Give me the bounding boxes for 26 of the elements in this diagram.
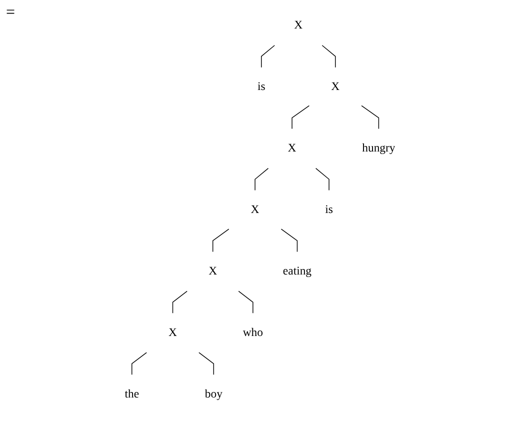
connector [322,45,336,68]
connector [261,45,275,68]
node-text: boy [204,388,222,400]
node-text: X [294,19,303,32]
node-text: X [250,203,260,216]
connector [254,168,269,191]
connector [315,168,330,191]
connector [280,228,298,252]
node-text: hungry [362,142,396,154]
connector [361,105,380,130]
connector [198,352,214,375]
connector [212,228,230,252]
connector [238,290,254,314]
node-text: is [325,203,333,216]
node-text: the [124,388,140,400]
connector [172,290,188,314]
node-text: is [257,80,266,93]
node-text: eating [282,264,312,278]
node-text: X [288,142,296,154]
node-text: X [168,326,177,339]
node-text: X [331,80,340,93]
connector [132,352,147,375]
equals-sign: = [6,4,16,21]
node-text: who [242,326,264,339]
connector [292,105,310,130]
node-text: X [208,264,218,278]
